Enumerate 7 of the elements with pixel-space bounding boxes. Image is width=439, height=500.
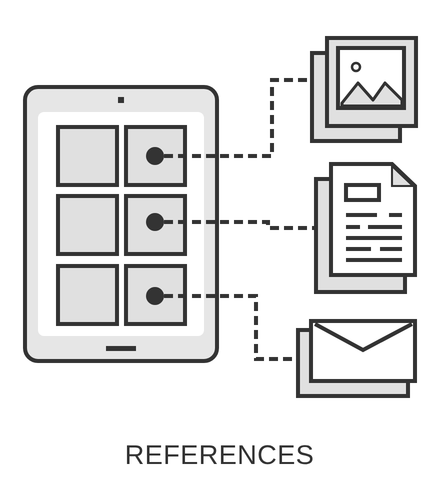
dashed-connector (164, 294, 295, 361)
image-icon (309, 35, 419, 145)
document-icon (313, 160, 419, 296)
dashed-connector (164, 220, 314, 230)
dashed-connector (164, 78, 310, 158)
envelope-icon (294, 318, 419, 400)
title: REFERENCES (124, 440, 316, 471)
